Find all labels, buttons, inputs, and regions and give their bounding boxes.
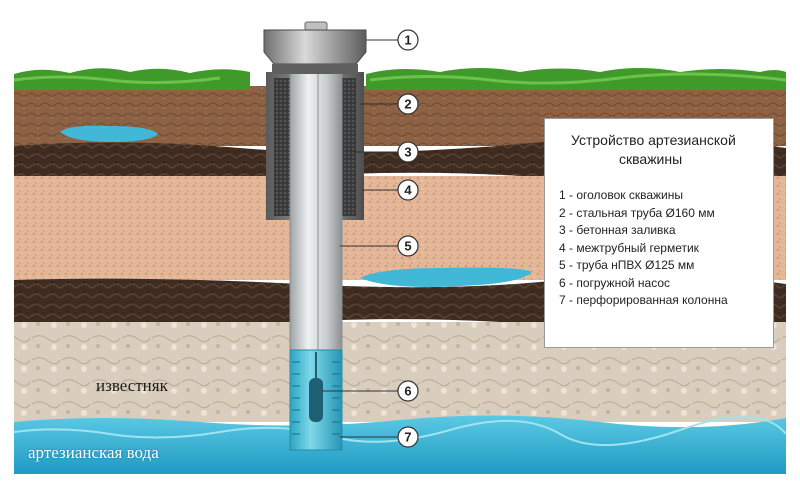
legend-list: 1 - оголовок скважины 2 - стальная труба… <box>559 187 763 310</box>
wellhead-top-knob <box>304 21 328 31</box>
callout-number: 5 <box>404 239 411 254</box>
callout-number: 2 <box>404 97 411 112</box>
legend-item: 1 - оголовок скважины <box>559 188 683 202</box>
water-lens-lower <box>360 267 532 287</box>
water-wave <box>13 415 787 446</box>
legend-panel: Устройство артезианской скважины 1 - ого… <box>544 118 774 348</box>
callout-6: 6 <box>397 380 419 402</box>
legend-item: 4 - межтрубный герметик <box>559 240 699 255</box>
wellhead-cap <box>263 29 367 65</box>
legend-title-line2: скважины <box>619 151 683 167</box>
callout-3: 3 <box>397 141 419 163</box>
grass-highlight <box>13 72 787 85</box>
legend-item: 7 - перфорированная колонна <box>559 293 728 307</box>
callout-number: 7 <box>404 430 411 445</box>
callout-number: 3 <box>404 145 411 160</box>
water-lens-upper <box>60 125 158 142</box>
callout-number: 4 <box>404 183 412 198</box>
grass <box>14 68 786 90</box>
callout-number: 6 <box>404 384 411 399</box>
submersible-pump <box>309 378 323 422</box>
legend-item: 6 - погружной насос <box>559 275 671 290</box>
wellhead-collar <box>272 64 358 74</box>
callout-number: 1 <box>404 33 411 48</box>
callout-2: 2 <box>397 93 419 115</box>
callout-4: 4 <box>397 179 419 201</box>
callout-7: 7 <box>397 426 419 448</box>
artesian-water-layer <box>14 415 786 474</box>
callout-1: 1 <box>397 29 419 51</box>
callout-leaders <box>322 39 398 438</box>
callout-5: 5 <box>397 235 419 257</box>
legend-title: Устройство артезианской скважины <box>571 131 763 169</box>
limestone-label: известняк <box>96 376 168 395</box>
artesian-water-label: артезианская вода <box>28 443 159 462</box>
pvc-pipe <box>289 71 343 351</box>
perforation-marks <box>292 361 340 435</box>
legend-title-line1: Устройство артезианской <box>571 132 736 148</box>
legend-item: 5 - труба нПВХ Ø125 мм <box>559 258 695 272</box>
legend-item: 2 - стальная труба Ø160 мм <box>559 205 715 220</box>
legend-item: 3 - бетонная заливка <box>559 223 676 237</box>
